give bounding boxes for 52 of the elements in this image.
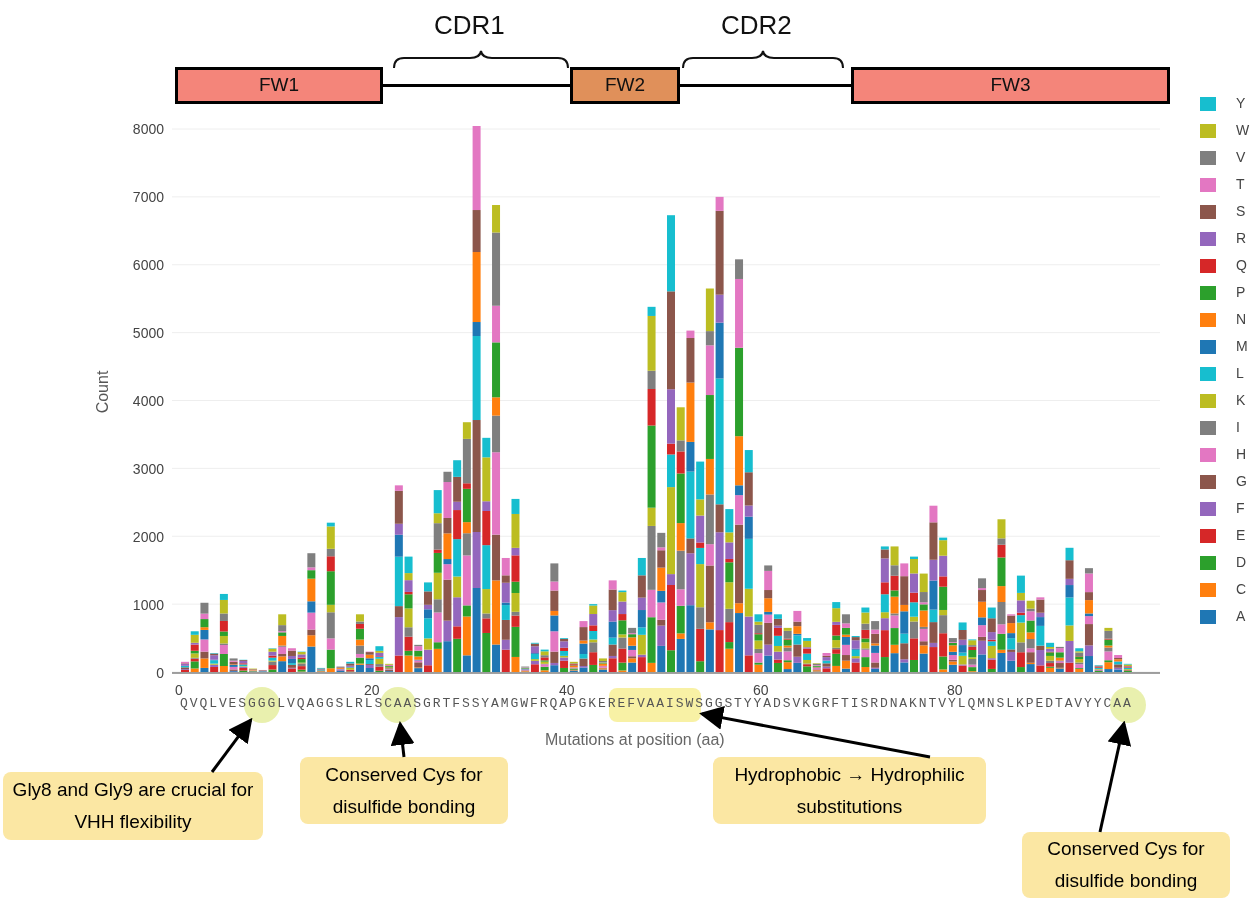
connector-line	[383, 84, 570, 87]
region-label: CDR1	[434, 9, 505, 42]
legend-label: A	[1236, 607, 1246, 626]
arrow	[210, 717, 253, 773]
legend-label: Y	[1236, 94, 1246, 113]
legend-label: L	[1236, 364, 1244, 383]
region-box: FW1	[175, 67, 383, 104]
axis-tick-label: 60	[753, 681, 769, 698]
legend-label: G	[1236, 472, 1247, 491]
arrow	[390, 720, 415, 758]
legend-label: C	[1236, 580, 1247, 599]
arrow	[1098, 720, 1132, 833]
legend-label: H	[1236, 445, 1247, 464]
callout-box: Gly8 and Gly9 are crucial for VHH flexibility	[3, 772, 263, 840]
region-box: FW2	[570, 67, 680, 104]
legend-label: P	[1236, 283, 1246, 302]
axis-title: Mutations at position (aa)	[545, 730, 725, 750]
axis-tick-label: 6000	[132, 256, 164, 275]
callout-box: Hydrophobic → Hydrophilic substitutions	[713, 757, 986, 824]
axis-tick-label: 3000	[132, 460, 164, 479]
axis-tick-label: 1000	[132, 596, 164, 615]
axis-tick-label: 80	[947, 681, 963, 698]
sequence-text: QVQLVESGGGLVQAGGSLRLSCAASGRTFSSYAMGWFRQAPGKEREFVAAISWSGGSTYYADSVKGRFTISRDNAKNTVYLQMNSLKPEDTAVYYCAA	[180, 695, 1133, 713]
legend-label: N	[1236, 310, 1247, 329]
legend-label: F	[1236, 499, 1245, 518]
legend-label: V	[1236, 148, 1246, 167]
axis-tick-label: 0	[175, 681, 183, 698]
legend-label: R	[1236, 229, 1247, 248]
legend-label: Q	[1236, 256, 1247, 275]
callout-box: Conserved Cys for disulfide bonding	[1022, 832, 1230, 898]
legend-label: K	[1236, 391, 1246, 410]
legend-label: I	[1236, 418, 1240, 437]
legend-label: M	[1236, 337, 1248, 356]
axis-title: Count	[93, 370, 113, 414]
axis-tick-label: 0	[156, 664, 164, 683]
axis-tick-label: 5000	[132, 324, 164, 343]
axis-tick-label: 4000	[132, 392, 164, 411]
callout-box: Conserved Cys for disulfide bonding	[300, 757, 508, 824]
axis-tick-label: 7000	[132, 188, 164, 207]
axis-tick-label: 20	[364, 681, 380, 698]
axis-tick-label: 2000	[132, 528, 164, 547]
legend-label: T	[1236, 175, 1245, 194]
connector-line	[680, 84, 851, 87]
legend-label: E	[1236, 526, 1246, 545]
region-label: CDR2	[721, 9, 792, 42]
legend-label: W	[1236, 121, 1250, 140]
axis-tick-label: 8000	[132, 120, 164, 139]
region-box: FW3	[851, 67, 1170, 104]
legend-label: S	[1236, 202, 1246, 221]
axis-tick-label: 40	[559, 681, 575, 698]
arrow	[699, 706, 931, 759]
legend-label: D	[1236, 553, 1247, 572]
